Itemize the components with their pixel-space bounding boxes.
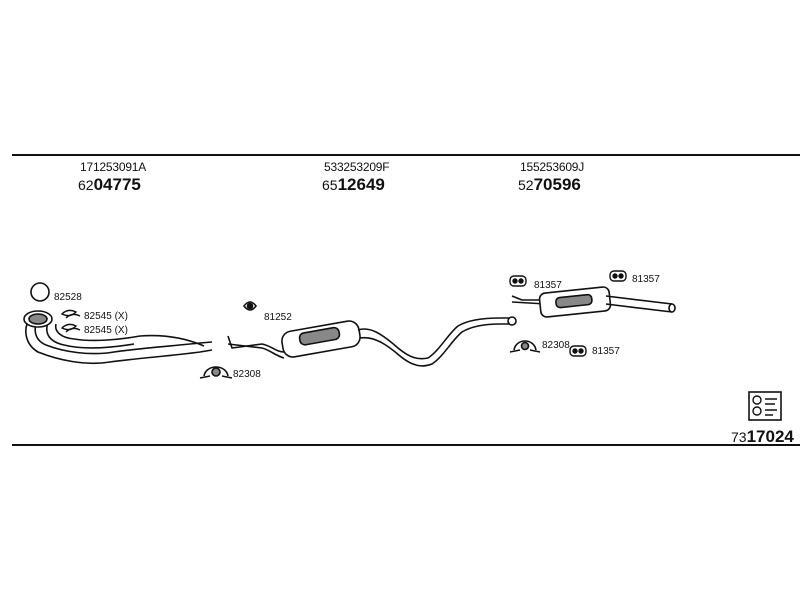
hanger-81357-b[interactable] [609, 270, 627, 282]
article-prefix: 65 [322, 177, 338, 193]
article-main: 70596 [533, 175, 581, 194]
assembly-kit-icon [748, 391, 782, 421]
kit-article-main: 17024 [746, 427, 794, 446]
clamp-82308-right[interactable] [509, 340, 541, 353]
article-main: 12649 [337, 175, 385, 194]
label-82545-b: 82545 (X) [84, 325, 128, 336]
label-81357-a: 81357 [534, 280, 562, 291]
gasket-ring[interactable] [30, 282, 50, 302]
label-81357-c: 81357 [592, 346, 620, 357]
label-81357-b: 81357 [632, 274, 660, 285]
hanger-81357-a[interactable] [509, 275, 527, 287]
article-number-rear-silencer: 5270596 [518, 175, 581, 195]
oem-number-rear-silencer: 155253609J [520, 160, 585, 174]
label-82528: 82528 [54, 292, 82, 303]
label-82308-right: 82308 [542, 340, 570, 351]
label-82308-left: 82308 [233, 369, 261, 380]
clamp-82308-left[interactable] [199, 366, 233, 379]
label-81252: 81252 [264, 312, 292, 323]
front-pipe[interactable] [23, 310, 213, 365]
top-divider [12, 154, 800, 156]
kit-article-prefix: 73 [731, 429, 747, 445]
oem-number-middle-silencer: 533253209F [324, 160, 390, 174]
article-main: 04775 [93, 175, 141, 194]
article-number-middle-silencer: 6512649 [322, 175, 385, 195]
hanger-81252[interactable] [242, 301, 258, 311]
kit-article-number: 7317024 [731, 427, 794, 447]
article-prefix: 52 [518, 177, 534, 193]
bottom-divider [12, 444, 800, 446]
middle-silencer[interactable] [227, 316, 517, 367]
rear-silencer[interactable] [511, 286, 676, 318]
article-number-front-pipe: 6204775 [78, 175, 141, 195]
clamp-82545-a[interactable] [60, 309, 81, 319]
hanger-81357-c[interactable] [569, 345, 587, 357]
article-prefix: 62 [78, 177, 94, 193]
oem-number-front-pipe: 171253091A [80, 160, 147, 174]
label-82545-a: 82545 (X) [84, 311, 128, 322]
clamp-82545-b[interactable] [60, 323, 81, 333]
